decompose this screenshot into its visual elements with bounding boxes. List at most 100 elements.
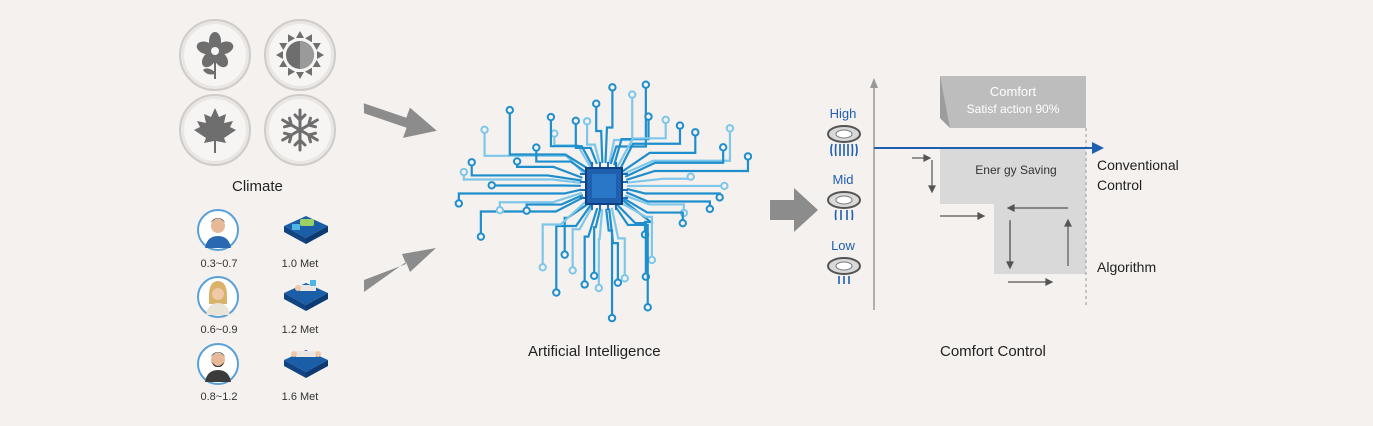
circuit-node [571, 116, 581, 126]
circuit-node [512, 157, 522, 166]
circuit-trace [457, 188, 582, 205]
circuit-trace [583, 207, 599, 286]
circuit-node [620, 274, 629, 283]
sun-icon [264, 19, 336, 91]
circuit-node [725, 124, 735, 133]
circuit-node [641, 80, 651, 89]
circuit-node [505, 105, 514, 115]
cpu-chip-icon [580, 162, 628, 210]
comfort-satisfaction-box [940, 76, 1086, 128]
circuit-node [608, 83, 617, 92]
snowflake-icon [264, 94, 336, 166]
sitting-at-desk-icon [284, 280, 328, 311]
circuit-trace [604, 86, 614, 164]
comfort-satisfaction-value: Satisf action 90% [966, 102, 1060, 116]
circuit-node [691, 128, 700, 137]
circuit-node [678, 218, 687, 228]
ai-label: Artificial Intelligence [528, 343, 661, 360]
occupant-range-3: 0.8~1.2 [200, 391, 238, 403]
energy-saving-label: Ener gy Saving [975, 163, 1057, 177]
circuit-trace [586, 120, 601, 164]
circuit-node [705, 204, 715, 214]
circuit-trace [597, 208, 604, 290]
circuit-node [454, 199, 464, 208]
circuit-node [607, 313, 617, 323]
circuit-node [487, 181, 496, 190]
circuit-trace [605, 208, 614, 320]
circuit-node [459, 167, 469, 177]
climate-label: Climate [232, 178, 283, 195]
circuit-node [718, 143, 728, 152]
circuit-trace [541, 200, 587, 269]
circuit-trace [479, 196, 585, 238]
circuit-node [550, 129, 559, 138]
circuit-node [522, 206, 531, 215]
circuit-node [592, 99, 601, 108]
occupant-range-1: 0.3~0.7 [200, 258, 238, 270]
circuit-node [628, 90, 637, 99]
circuit-trace [555, 204, 592, 294]
circuit-node [594, 283, 604, 293]
circuit-node [467, 158, 476, 167]
circuit-node [582, 117, 592, 126]
circuit-trace [595, 102, 604, 164]
circuit-node [552, 288, 561, 297]
circuit-node [480, 125, 489, 134]
circuit-trace [549, 115, 594, 167]
fan-mid-icon [827, 191, 861, 221]
circuit-trace [616, 118, 667, 168]
circuit-trace [626, 188, 721, 199]
circuit-trace [508, 109, 589, 170]
arrow-climate-to-ai [363, 103, 437, 138]
circuit-node [476, 232, 486, 241]
climate-icons [178, 18, 340, 166]
comfort-control-diagram [870, 76, 1104, 310]
man-icon [197, 209, 239, 251]
circuit-trace [571, 205, 594, 272]
conventional-control-label-line1: Conventional [1097, 157, 1179, 173]
circuit-trace [619, 201, 654, 262]
occupant-met-2: 1.2 Met [281, 324, 319, 336]
circuit-trace [623, 197, 684, 225]
fan-level-high-label: High [829, 106, 857, 121]
circuit-node [743, 152, 753, 161]
arrow-ai-to-comfort [770, 188, 818, 232]
fan-level-mid-label: Mid [832, 172, 854, 187]
circuit-trace [621, 131, 697, 173]
circuit-trace [608, 208, 619, 284]
circuit-node [661, 115, 670, 125]
circuit-trace [619, 124, 682, 170]
circuit-trace [626, 155, 750, 181]
conventional-control-label-line2: Control [1097, 177, 1143, 193]
fan-high-icon [827, 125, 861, 157]
flower-icon [179, 19, 251, 91]
circuit-trace [593, 208, 602, 277]
arrow-occupant-to-ai [364, 248, 436, 292]
circuit-trace [574, 119, 598, 165]
circuit-trace [563, 202, 590, 256]
fan-level-low-label: Low [831, 238, 855, 253]
circuit-trace [490, 184, 582, 187]
circuit-node [546, 112, 556, 122]
comfort-satisfaction-title: Comfort [989, 84, 1037, 99]
circuit-trace [614, 205, 649, 309]
circuit-node [647, 255, 657, 265]
circuit-trace [610, 207, 626, 280]
circuit-trace [624, 146, 725, 178]
circuit-node [675, 121, 685, 130]
circuit-node [580, 280, 589, 289]
circuit-trace [623, 127, 732, 175]
algorithm-label: Algorithm [1097, 259, 1157, 275]
circuit-node [720, 181, 729, 191]
circuit-node [715, 193, 724, 202]
ai-brain-circuit [436, 80, 766, 340]
circuit-node [643, 303, 652, 312]
maple-leaf-icon [179, 94, 251, 166]
occupant-grid [196, 208, 336, 398]
circuit-node [560, 250, 569, 259]
meeting-table-icon [284, 350, 328, 378]
circuit-node [495, 205, 505, 215]
fan-icons [827, 125, 861, 284]
circuit-node [568, 266, 577, 275]
circuit-node [644, 112, 653, 121]
